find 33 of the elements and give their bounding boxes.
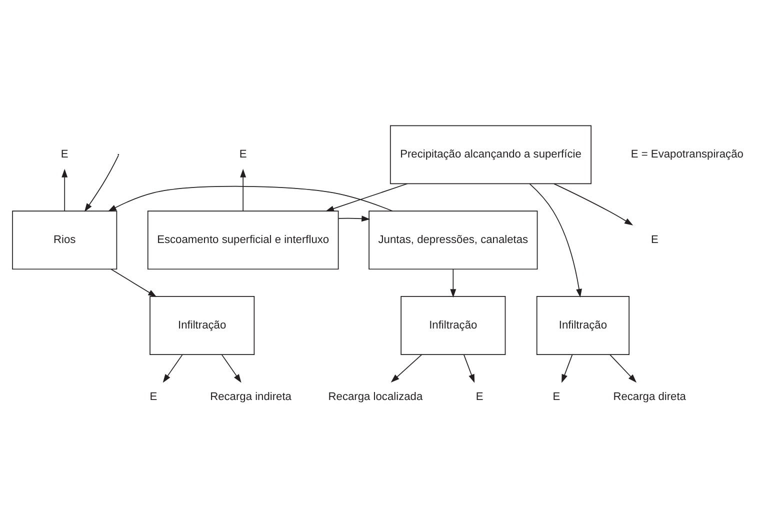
arrow xyxy=(554,182,634,225)
arrow xyxy=(221,354,242,382)
label: E = Evapotranspiração xyxy=(630,148,744,160)
node-box: Infiltração xyxy=(150,296,255,354)
arrow xyxy=(240,168,246,211)
arrow xyxy=(110,268,157,296)
arrow xyxy=(84,154,119,212)
node-box: Escoamento superficial e interfluxo xyxy=(147,210,339,270)
node-box: Infiltração xyxy=(400,296,506,354)
node-text: E xyxy=(60,148,68,160)
node-box: Infiltração xyxy=(536,296,630,354)
arrow xyxy=(529,182,582,297)
node-text: Recarga direta xyxy=(613,390,686,403)
arrow xyxy=(325,182,408,211)
node-text: E xyxy=(651,233,658,246)
arrow xyxy=(562,354,573,382)
arrow xyxy=(464,354,475,382)
node-box: Precipitação alcançando a superfície xyxy=(390,124,592,184)
node-box: Rios xyxy=(12,210,118,270)
arrow xyxy=(62,168,68,211)
node-text: E xyxy=(150,390,158,403)
node-text: E xyxy=(552,390,560,403)
arrow xyxy=(610,354,637,382)
arrow xyxy=(108,185,393,212)
node-text: Recarga localizada xyxy=(328,390,423,403)
arrow xyxy=(450,268,456,298)
arrow xyxy=(390,354,422,382)
node-text: E xyxy=(476,390,484,403)
node-text: E xyxy=(239,148,247,160)
node-text: Recarga indireta xyxy=(210,390,292,403)
arrow xyxy=(338,215,370,222)
arrow xyxy=(162,354,183,382)
node-box: Juntas, depressões, canaletas xyxy=(368,210,538,270)
